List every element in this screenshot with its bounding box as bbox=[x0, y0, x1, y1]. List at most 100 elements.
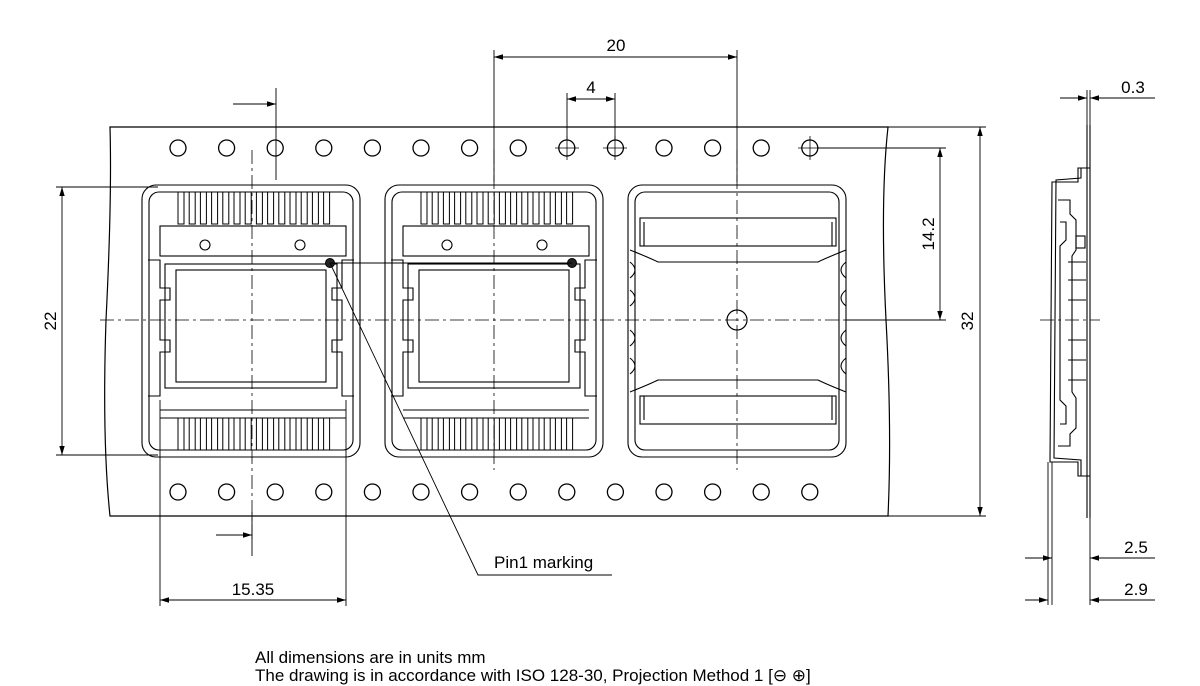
sprocket-hole bbox=[412, 483, 430, 501]
ic-lead bbox=[233, 417, 241, 451]
dim-pitch-holes: 4 bbox=[586, 78, 595, 97]
ic-lead bbox=[554, 417, 562, 451]
ic-lead bbox=[188, 191, 196, 225]
sprocket-hole bbox=[460, 139, 479, 157]
ic-lead bbox=[420, 191, 428, 225]
ic-lead bbox=[487, 417, 495, 451]
ic-lead bbox=[177, 191, 185, 225]
ic-lead bbox=[300, 417, 308, 451]
dim-pocket-width: 15.35 bbox=[232, 580, 275, 599]
pocket-2-leads bbox=[420, 191, 574, 451]
ic-lead bbox=[431, 191, 439, 225]
ic-lead bbox=[211, 417, 219, 451]
ic-lead bbox=[278, 417, 286, 451]
note-units: All dimensions are in units mm bbox=[255, 648, 486, 667]
ic-lead bbox=[442, 191, 450, 225]
pocket-2-hole-right bbox=[536, 239, 548, 251]
pocket-1-hole-left bbox=[199, 239, 211, 251]
pocket-1-leads bbox=[177, 191, 331, 451]
sprocket-hole bbox=[217, 139, 236, 157]
sprocket-hole bbox=[752, 483, 770, 501]
sprocket-hole bbox=[169, 483, 187, 501]
ic-lead bbox=[510, 191, 518, 225]
sprocket-hole bbox=[558, 483, 576, 501]
ic-lead bbox=[566, 191, 574, 225]
sprocket-hole bbox=[169, 139, 187, 157]
sprocket-hole bbox=[217, 483, 236, 501]
ic-lead bbox=[244, 417, 252, 451]
sprocket-hole bbox=[752, 139, 770, 157]
ic-lead bbox=[199, 417, 207, 451]
ic-lead bbox=[554, 191, 562, 225]
sprocket-hole bbox=[703, 139, 722, 157]
pocket-1-hole-right bbox=[294, 239, 306, 251]
ic-lead bbox=[323, 191, 331, 225]
ic-lead bbox=[521, 417, 529, 451]
sprocket-hole bbox=[655, 483, 673, 501]
sprocket-hole bbox=[460, 483, 479, 501]
ic-lead bbox=[289, 191, 297, 225]
ic-lead bbox=[188, 417, 196, 451]
dim-tape-width: 32 bbox=[958, 312, 977, 331]
dim-pitch-pockets: 20 bbox=[607, 36, 626, 55]
ic-lead bbox=[487, 191, 495, 225]
sprocket-hole bbox=[655, 139, 673, 157]
ic-lead bbox=[420, 417, 428, 451]
ic-lead bbox=[454, 191, 462, 225]
ic-lead bbox=[532, 191, 540, 225]
pocket-2-hole-left bbox=[441, 239, 453, 251]
sprocket-hole bbox=[703, 483, 722, 501]
sprocket-hole bbox=[266, 139, 284, 157]
ic-lead bbox=[442, 417, 450, 451]
ic-lead bbox=[498, 191, 506, 225]
ic-lead bbox=[300, 191, 308, 225]
ic-lead bbox=[199, 191, 207, 225]
sprocket-hole bbox=[801, 483, 819, 501]
ic-lead bbox=[255, 191, 263, 225]
ic-lead bbox=[476, 191, 484, 225]
ic-lead bbox=[543, 417, 551, 451]
sprocket-hole bbox=[363, 139, 382, 157]
pin1-marking-label: Pin1 marking bbox=[494, 553, 593, 572]
ic-lead bbox=[244, 191, 252, 225]
ic-lead bbox=[222, 417, 230, 451]
ic-lead bbox=[323, 417, 331, 451]
dim-depth-1: 2.5 bbox=[1124, 538, 1148, 557]
ic-lead bbox=[267, 191, 275, 225]
ic-lead bbox=[211, 191, 219, 225]
dimension-lines bbox=[56, 50, 986, 606]
ic-lead bbox=[476, 417, 484, 451]
ic-lead bbox=[278, 191, 286, 225]
ic-lead bbox=[177, 417, 185, 451]
sprocket-hole bbox=[315, 483, 333, 501]
note-standard: The drawing is in accordance with ISO 12… bbox=[255, 666, 811, 685]
sprocket-hole bbox=[509, 139, 527, 157]
dim-thickness: 0.3 bbox=[1121, 78, 1145, 97]
dim-depth-2: 2.9 bbox=[1124, 580, 1148, 599]
ic-lead bbox=[566, 417, 574, 451]
ic-lead bbox=[222, 191, 230, 225]
side-view bbox=[1049, 125, 1091, 518]
ic-lead bbox=[233, 191, 241, 225]
sprocket-hole bbox=[363, 483, 382, 501]
ic-lead bbox=[510, 417, 518, 451]
ic-lead bbox=[532, 417, 540, 451]
sprocket-hole bbox=[315, 139, 333, 157]
sprocket-hole bbox=[412, 139, 430, 157]
dim-hole-to-center: 14.2 bbox=[919, 217, 938, 250]
ic-lead bbox=[454, 417, 462, 451]
ic-lead bbox=[543, 191, 551, 225]
ic-lead bbox=[267, 417, 275, 451]
ic-lead bbox=[311, 417, 319, 451]
ic-lead bbox=[289, 417, 297, 451]
ic-lead bbox=[255, 417, 263, 451]
centerlines bbox=[100, 150, 900, 540]
sprocket-hole bbox=[606, 483, 625, 501]
pocket-1 bbox=[141, 184, 361, 458]
sprocket-hole bbox=[266, 483, 284, 501]
ic-lead bbox=[431, 417, 439, 451]
ic-lead bbox=[498, 417, 506, 451]
ic-lead bbox=[465, 191, 473, 225]
ic-lead bbox=[311, 191, 319, 225]
